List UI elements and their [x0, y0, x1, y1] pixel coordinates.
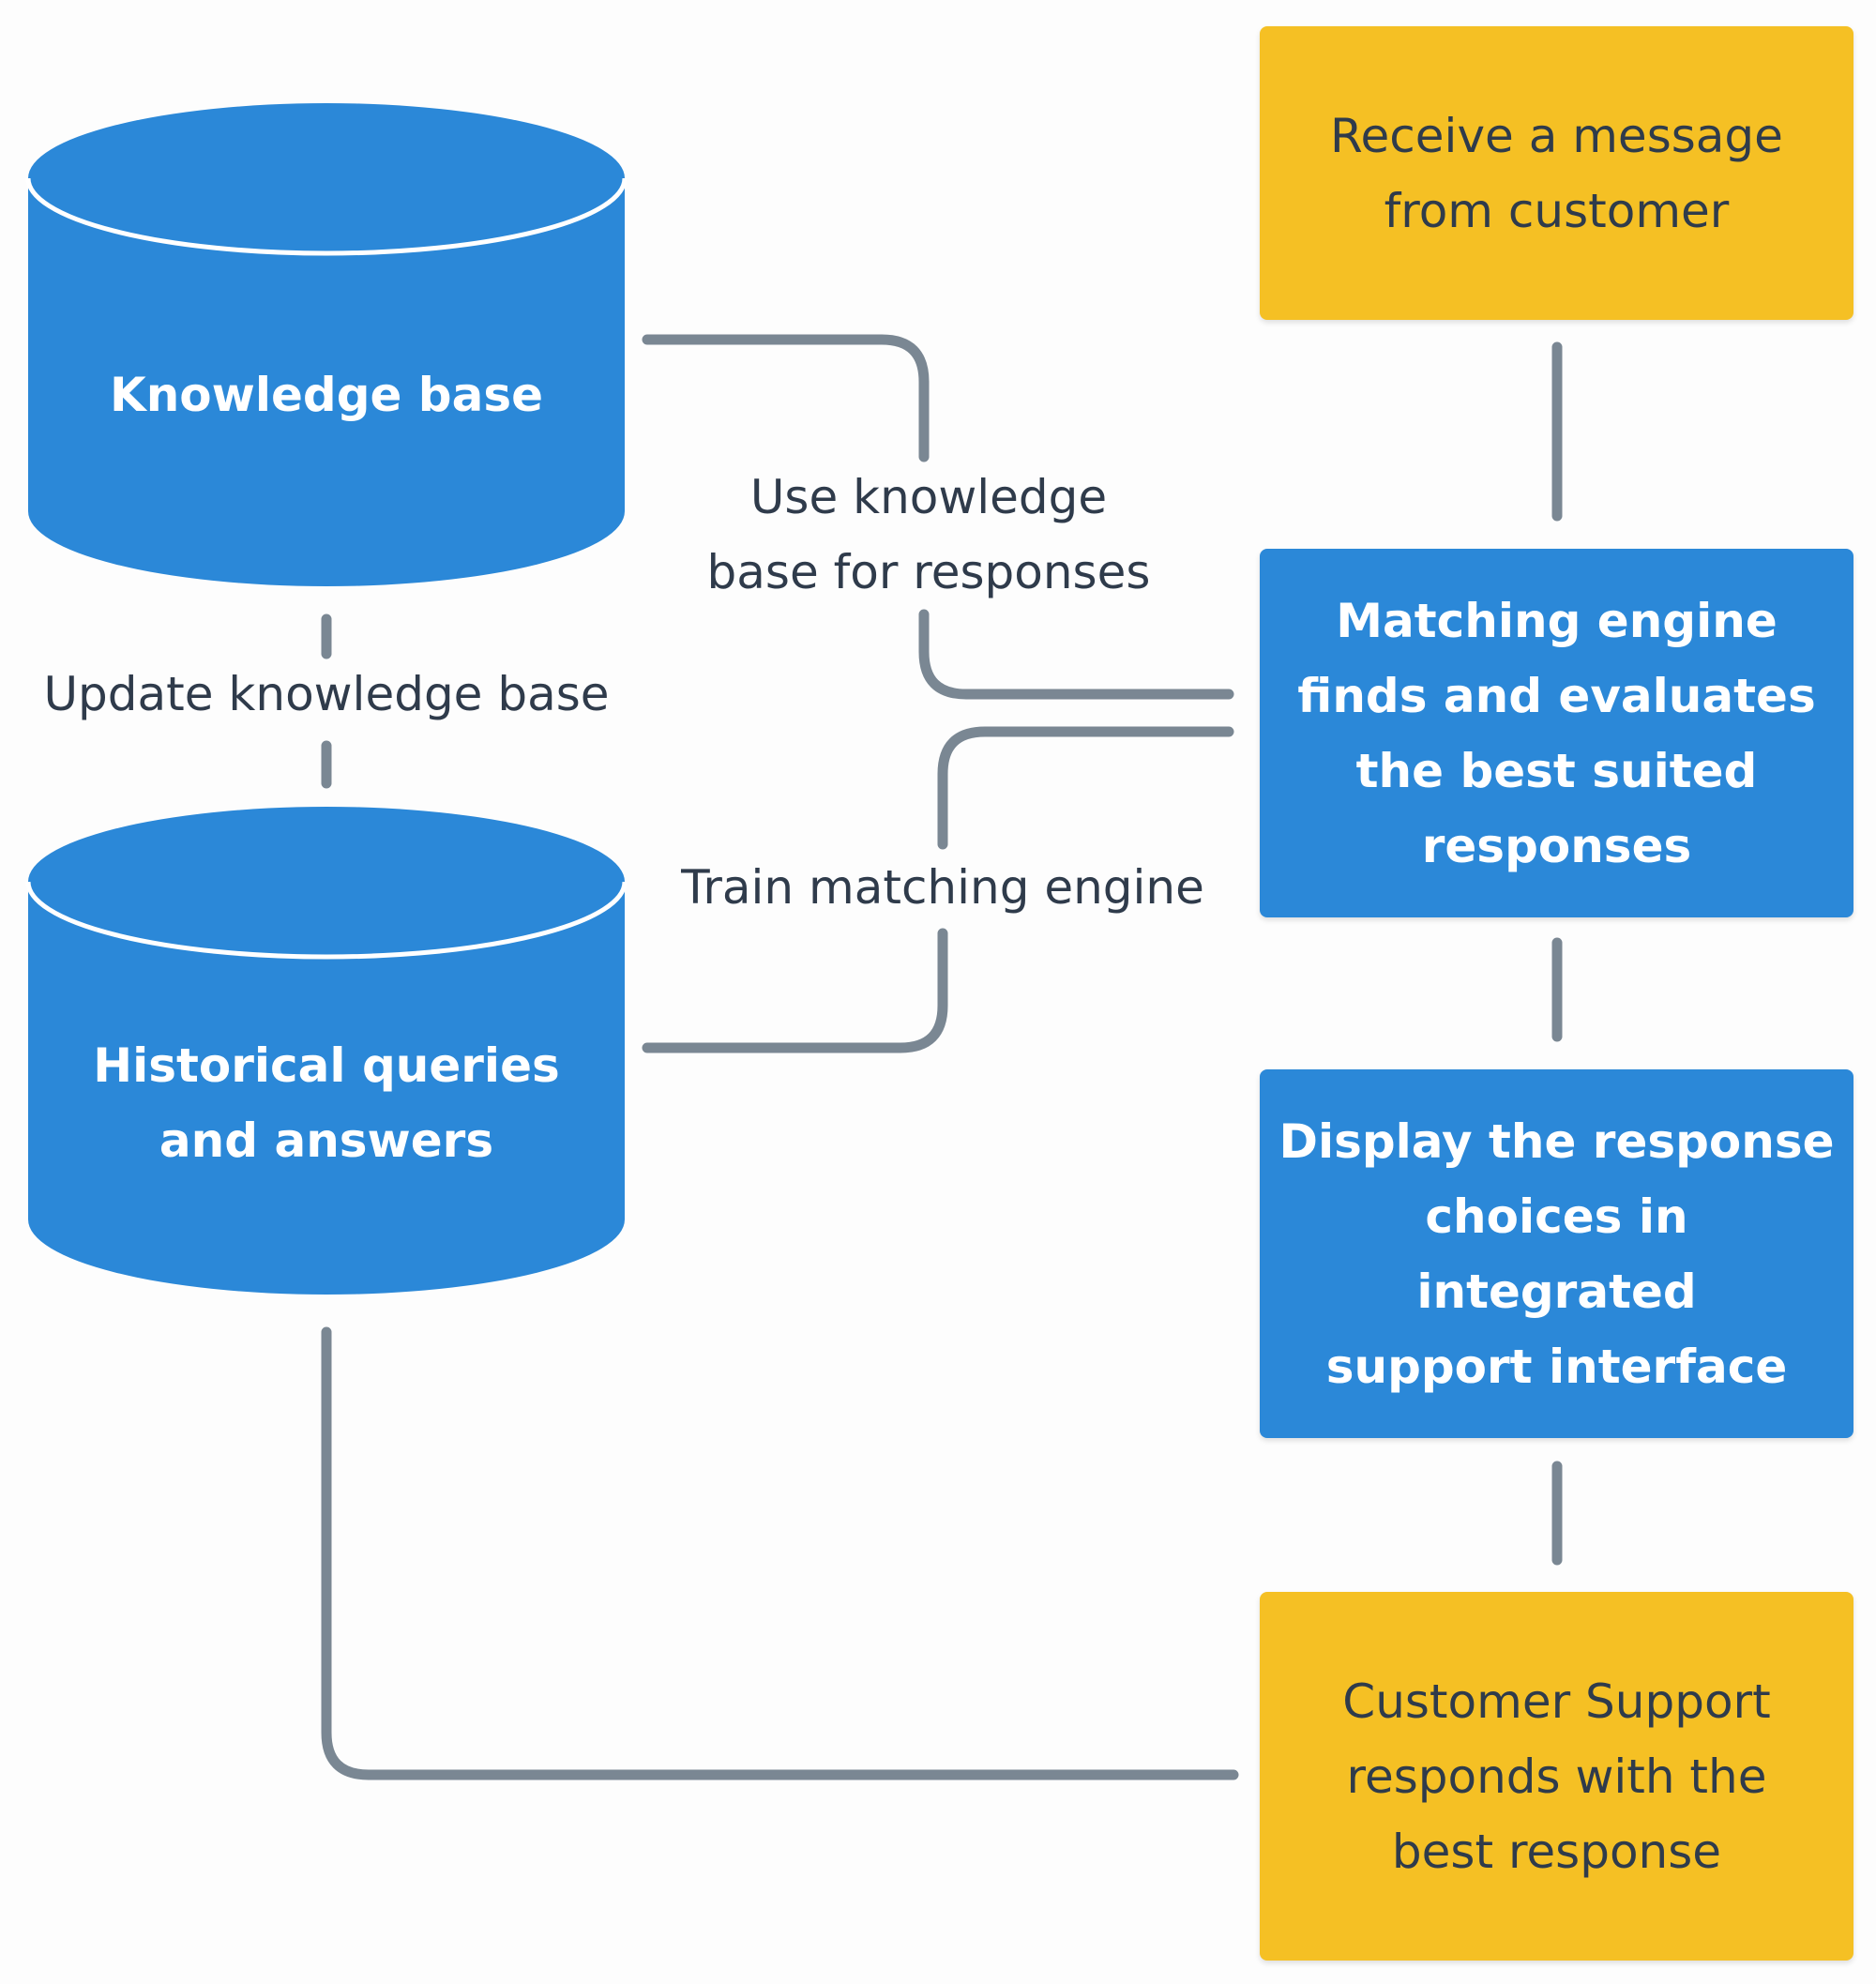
- customer-support-label: Customer Support responds with the best …: [1342, 1674, 1771, 1879]
- train-matching-engine-label: Train matching engine: [681, 860, 1204, 915]
- historical-cylinder: [25, 807, 628, 1295]
- display-choices-label: Display the response choices in integrat…: [1278, 1113, 1835, 1394]
- connector-kb-lower: [918, 609, 1234, 700]
- matching-engine-box: Matching engine finds and evaluates the …: [1260, 549, 1853, 917]
- connector-kb-upper: [642, 334, 930, 462]
- use-knowledge-base-label: Use knowledge base for responses: [706, 470, 1151, 599]
- receive-message-box: Receive a message from customer: [1260, 26, 1853, 320]
- update-knowledge-base-label: Update knowledge base: [43, 667, 610, 721]
- matching-engine-label: Matching engine finds and evaluates the …: [1297, 593, 1816, 873]
- knowledge-base-rim: [25, 177, 628, 256]
- knowledge-base-body: [28, 178, 625, 586]
- customer-support-box: Customer Support responds with the best …: [1260, 1592, 1853, 1961]
- knowledge-base-cylinder: [25, 103, 628, 586]
- display-choices-box: Display the response choices in integrat…: [1260, 1069, 1853, 1438]
- connector-train-lower: [642, 928, 948, 1053]
- historical-body: [28, 882, 625, 1295]
- historical-label: Historical queries and answers: [93, 1038, 560, 1168]
- historical-rim: [25, 881, 628, 960]
- receive-message-label: Receive a message from customer: [1330, 108, 1783, 238]
- knowledge-base-top: [28, 103, 625, 253]
- historical-top: [28, 807, 625, 957]
- connector-train-upper: [937, 726, 1234, 850]
- knowledge-base-label: Knowledge base: [109, 368, 544, 422]
- connector-feedback: [321, 1326, 1239, 1780]
